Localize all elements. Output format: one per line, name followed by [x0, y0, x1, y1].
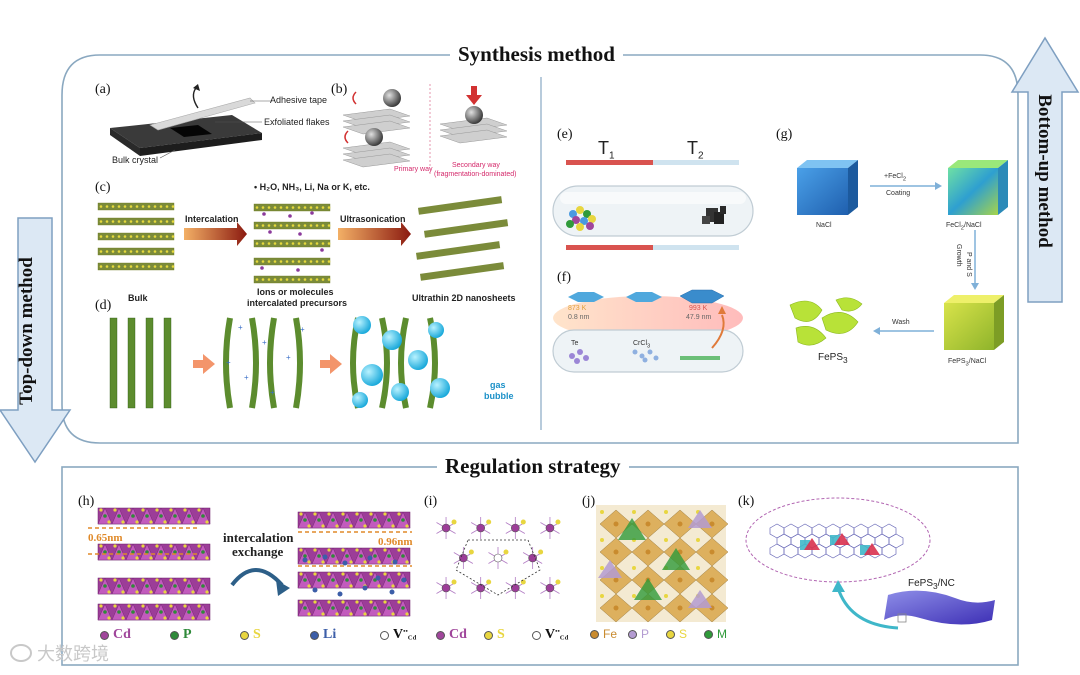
- d-spacing-1: 0.65nm: [88, 532, 123, 544]
- feps-nc-label: FePS3/NC: [908, 578, 955, 591]
- synthesis-frame: [61, 54, 1019, 444]
- intercalation-arrow: [184, 222, 247, 246]
- svg-text:+: +: [244, 373, 249, 382]
- feps-label: FePS3: [818, 352, 848, 365]
- secondary-way-label: Secondary way: [452, 162, 500, 169]
- panel-f-label: (f): [557, 270, 571, 285]
- t2-label: T2: [687, 138, 704, 162]
- feps-flakes: [789, 297, 863, 346]
- intercalation-exchange-line2: exchange: [232, 544, 284, 559]
- panel-e-drawing: [552, 160, 754, 250]
- svg-text:+: +: [300, 325, 305, 334]
- species-label: • H₂O, NH₃, Li, Na or K, etc.: [254, 182, 370, 192]
- nacl-label: NaCl: [816, 222, 832, 229]
- panel-g-drawing: [789, 160, 1008, 350]
- panel-a-drawing: [110, 84, 272, 159]
- intercalation-exchange-line1: intercalation: [223, 530, 294, 545]
- p-and-s-label: P and S: [965, 252, 972, 277]
- d-spacing-2: 0.96nm: [378, 536, 413, 548]
- primary-way-label: Primary way: [394, 166, 433, 173]
- svg-text:+: +: [226, 358, 231, 367]
- legend-m: M: [704, 627, 727, 641]
- intercalation-label: Intercalation: [185, 214, 239, 224]
- fecl-nacl-label: FeCl2/NaCl: [946, 222, 982, 232]
- ions-line1: Ions or molecules: [257, 287, 334, 297]
- panel-c-left-label: (c): [95, 180, 111, 195]
- panel-e-label: (e): [557, 127, 573, 142]
- legend-s: S: [240, 627, 261, 643]
- legend-cd: Cd: [436, 627, 467, 643]
- legend-v-cd: V••Cd: [532, 627, 572, 643]
- te-label: Te: [571, 340, 579, 347]
- nacl-cube: [797, 160, 858, 215]
- legend-p: P: [170, 627, 192, 643]
- regulation-title: Regulation strategy: [437, 454, 629, 479]
- synthesis-title: Synthesis method: [450, 42, 623, 67]
- nanosheets-label: Ultrathin 2D nanosheets: [412, 293, 516, 303]
- t1-label: T1: [598, 138, 615, 162]
- legend-li: Li: [310, 627, 336, 643]
- crcl-label: CrCl3: [633, 340, 651, 350]
- panel-b-drawing: [342, 84, 508, 175]
- watermark-logo: 大数跨境: [10, 640, 109, 666]
- panel-h-label: (h): [78, 494, 95, 509]
- panel-h-drawing: [97, 507, 411, 621]
- source-powder: [566, 206, 596, 231]
- bottom-up-arrow: [1010, 36, 1080, 303]
- panel-d-label: (d): [95, 298, 112, 313]
- bulk-crystal-label: Bulk crystal: [112, 155, 159, 165]
- panel-j-drawing: [596, 505, 729, 623]
- exfoliated-flakes-label: Exfoliated flakes: [264, 117, 330, 127]
- panel-i-label: (i): [424, 494, 438, 509]
- panel-h-extra: [88, 527, 412, 597]
- panel-k-drawing: [745, 497, 995, 630]
- feps-nacl-cube: [944, 295, 1004, 350]
- grown-crystals: [702, 206, 726, 224]
- ions-line2: intercalated precursors: [247, 298, 348, 308]
- fecl-label: +FeCl2: [884, 173, 907, 183]
- thick2-label: 47.9 nm: [686, 314, 712, 321]
- legend-s: S: [484, 627, 505, 643]
- temp1-label: 873 K: [568, 305, 587, 312]
- fecl-nacl-cube: [948, 160, 1008, 215]
- ultrasonication-label: Ultrasonication: [340, 214, 406, 224]
- gas-line2: bubble: [484, 391, 514, 401]
- svg-text:+: +: [270, 388, 275, 397]
- growth-label: Growth: [955, 244, 962, 267]
- ultrasonication-arrow: [338, 222, 411, 246]
- temp2-label: 993 K: [689, 305, 708, 312]
- bulk-label: Bulk: [128, 293, 148, 303]
- feps-nc-sheet: [884, 590, 995, 625]
- gas-line1: gas: [490, 380, 506, 390]
- wash-label: Wash: [892, 319, 910, 326]
- panel-g-label: (g): [776, 127, 793, 142]
- watermark-icon: [10, 644, 32, 662]
- panel-c-left-drawing: [97, 196, 509, 284]
- coating-label: Coating: [886, 190, 911, 197]
- adhesive-tape-label: Adhesive tape: [270, 95, 328, 105]
- feps-nacl-label: FePS3/NaCl: [948, 358, 987, 368]
- svg-text:+: +: [262, 338, 267, 347]
- thick1-label: 0.8 nm: [568, 314, 590, 321]
- panel-a-label: (a): [95, 82, 111, 97]
- legend-fe: Fe: [590, 627, 617, 641]
- panel-k-label: (k): [738, 494, 755, 509]
- panel-d-drawing: + + + + + + +: [109, 316, 450, 409]
- secondary-way-sub: (fragmentation-dominated): [434, 171, 517, 178]
- top-down-arrow: [0, 217, 72, 464]
- svg-text:+: +: [238, 323, 243, 332]
- panel-i-drawing: [436, 517, 561, 599]
- watermark-text: 大数跨境: [37, 644, 110, 664]
- top-down-label: Top-down method: [15, 257, 37, 405]
- legend-cd: Cd: [100, 627, 131, 643]
- panel-j-label: (j): [582, 494, 596, 509]
- bottom-up-label: Bottom-up method: [1033, 94, 1055, 248]
- legend-v-cd: V••Cd: [380, 627, 420, 643]
- panel-f-drawing: [552, 289, 744, 373]
- panel-b-label: (b): [331, 82, 348, 97]
- svg-text:+: +: [286, 353, 291, 362]
- legend-p: P: [628, 627, 649, 641]
- legend-s: S: [666, 627, 687, 641]
